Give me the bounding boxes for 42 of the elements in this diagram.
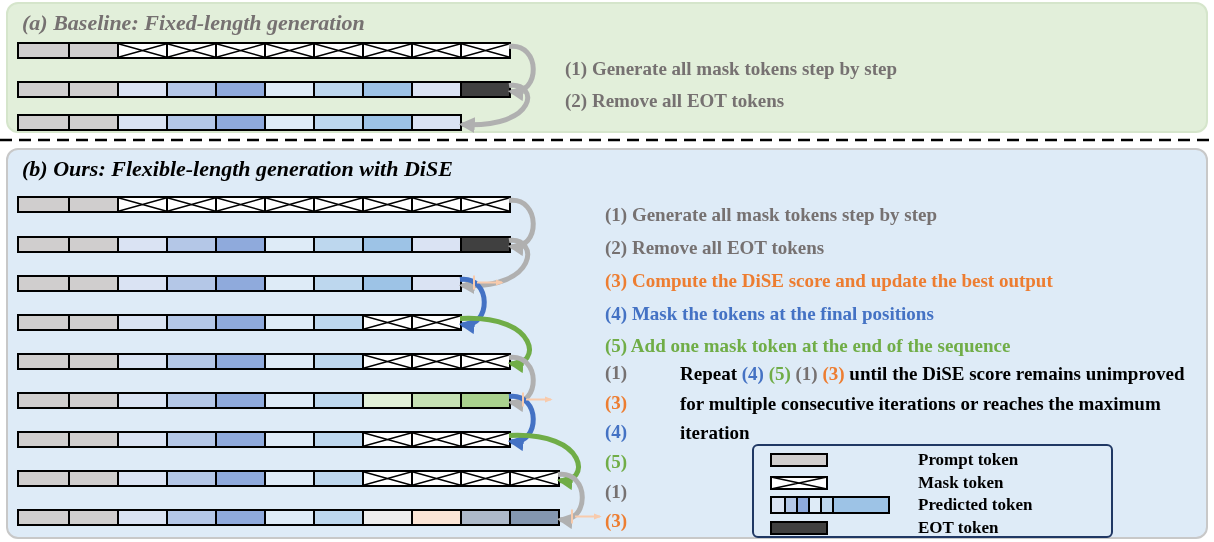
step-text: (1) Generate all mask tokens step by step (605, 203, 937, 227)
step-text: (2) Remove all EOT tokens (605, 236, 825, 260)
curved-arrow (458, 277, 487, 333)
token-sequence-bar (17, 470, 560, 487)
step-text: (4) (605, 420, 628, 444)
token-sequence-bar (17, 314, 462, 331)
token-sequence-bar (17, 114, 462, 131)
step-text: (3) (605, 509, 628, 533)
legend-label: Mask token (918, 472, 1004, 493)
step-text: (5) Add one mask token at the end of the sequence (605, 334, 1011, 358)
step-text: (1) (605, 480, 628, 504)
step-text: (1) Generate all mask tokens step by step (565, 57, 897, 81)
token-sequence-bar (17, 509, 560, 526)
token-sequence-bar (17, 42, 511, 59)
step-text: (5) (605, 450, 628, 474)
step-text: (3) (605, 391, 628, 415)
token-sequence-bar (17, 275, 462, 292)
curved-arrow (458, 83, 530, 133)
token-sequence-bar (17, 392, 511, 409)
token-sequence-bar (17, 196, 511, 213)
token-sequence-bar (17, 236, 511, 253)
panel (6, 2, 1208, 133)
legend-label: Prompt token (918, 450, 1019, 470)
curved-arrow (556, 472, 585, 528)
step-text: (4) Mask the tokens at the final positions (605, 302, 934, 326)
curved-arrow (507, 394, 536, 450)
legend-label: Predicted token (918, 495, 1033, 515)
token-sequence-bar (17, 81, 511, 98)
step-text: (1) (605, 361, 628, 385)
curved-arrow (458, 238, 530, 294)
legend-label: EOT token (918, 517, 999, 538)
step-text: (2) Remove all EOT tokens (565, 89, 785, 113)
curved-arrow (509, 433, 581, 489)
token-sequence-bar (17, 353, 511, 370)
curved-arrow (460, 316, 532, 372)
note-text: Repeat (4) (5) (1) (3) until the DiSE score remains unimproved for multiple consecutive iterations or reaches the maximum iteration (680, 362, 1186, 445)
panel-title: (a) Baseline: Fixed-length generation (22, 9, 365, 37)
token-sequence-bar (17, 431, 511, 448)
panel (6, 148, 1208, 539)
step-text: (3) Compute the DiSE score and update the best output (605, 269, 1053, 293)
curved-arrow (507, 355, 536, 411)
panel-title: (b) Ours: Flexible-length generation with DiSE (22, 155, 453, 183)
